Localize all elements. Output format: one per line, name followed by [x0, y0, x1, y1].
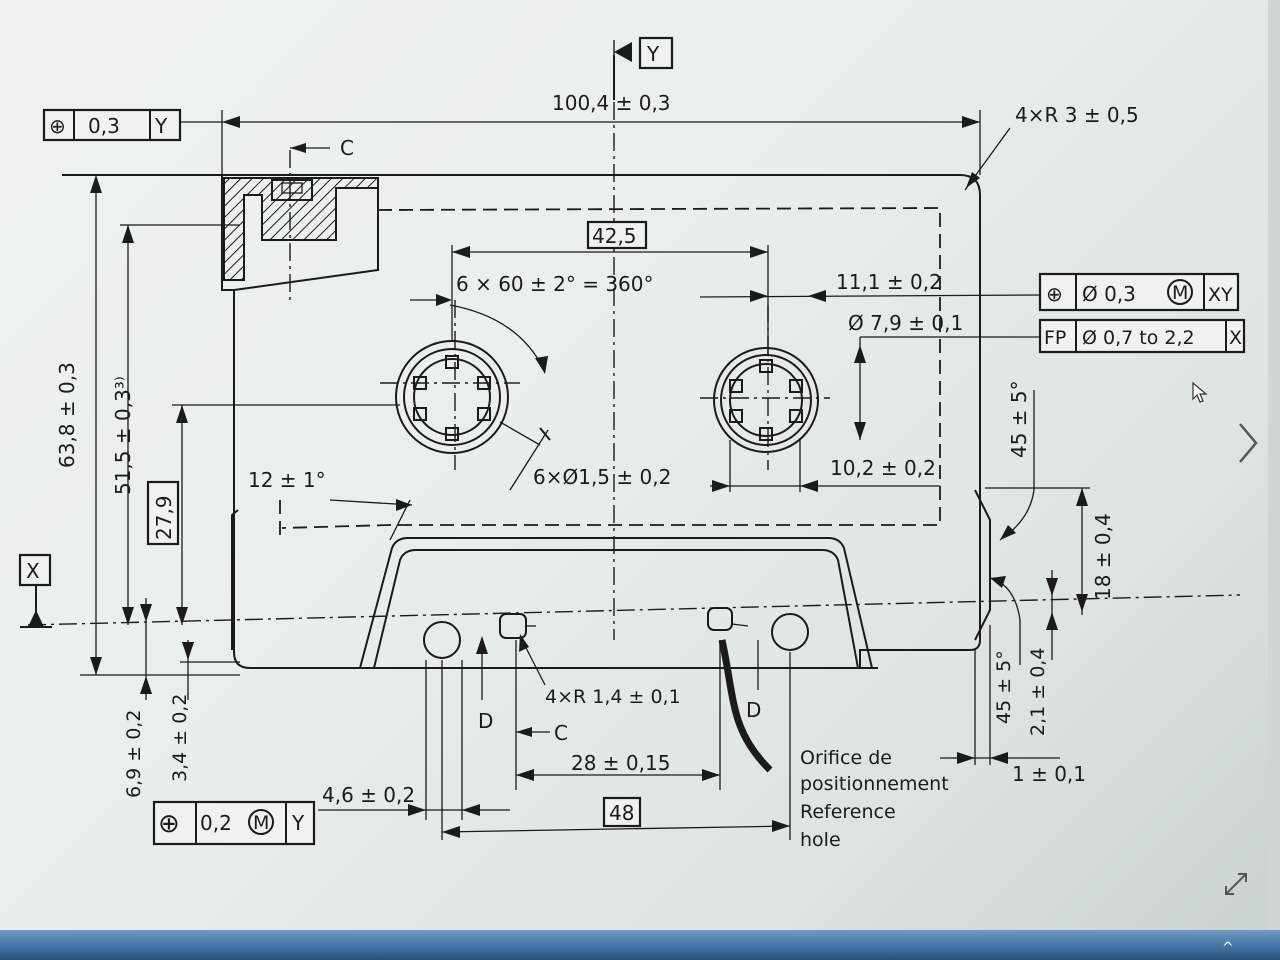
- fcf-left-symbol: ⊕: [49, 114, 66, 138]
- fcf-pos-mod: M: [1172, 282, 1188, 304]
- fcf-fp-symbol: FP: [1044, 327, 1066, 349]
- basic-42-box: 42,5: [586, 220, 648, 250]
- note-en-line2: hole: [800, 829, 841, 851]
- taskbar: [0, 930, 1280, 960]
- datum-y-box: Y: [638, 36, 674, 70]
- datum-c-top: C: [340, 136, 354, 160]
- spindle-hub-left: [395, 340, 509, 454]
- chevron-right-icon: [1239, 423, 1258, 463]
- dim-corner-radius: 4×R 3 ± 0,5: [1015, 103, 1139, 127]
- expand-button[interactable]: [1218, 866, 1254, 902]
- basic-48-box: 48: [602, 796, 642, 828]
- label-area: [279, 207, 941, 535]
- reference-hole-pointer: [718, 639, 773, 773]
- dim-height-638: 63,8 ± 0,3: [55, 362, 79, 468]
- fcf-left-tol: 0,3: [88, 114, 120, 138]
- basic-279-label: 27,9: [152, 495, 176, 540]
- fcf-left-datum: Y: [154, 114, 168, 138]
- dim-angle-spindle: 6 × 60 ± 2° = 360°: [456, 272, 654, 296]
- dimension-labels: 100,4 ± 0,3 4×R 3 ± 0,5 C 6 × 60 ± 2° = …: [55, 91, 1139, 851]
- fcf-pos-symbol: ⊕: [1046, 282, 1063, 306]
- dim-102: 10,2 ± 0,2: [830, 456, 936, 480]
- dim-34: 3,4 ± 0,2: [169, 694, 191, 782]
- mouse-pointer-icon: [1192, 381, 1208, 404]
- fcf-position-right: ⊕ Ø 0,3 M XY: [1038, 272, 1240, 312]
- note-fr-line1: Orifice de: [800, 747, 892, 769]
- tray-caret-icon[interactable]: ^: [1222, 940, 1234, 956]
- datum-d-left: D: [478, 709, 493, 733]
- fcf-pos-datum: XY: [1208, 284, 1233, 306]
- fcf-bottom-datum: Y: [291, 811, 305, 835]
- dim-overall-width: 100,4 ± 0,3: [552, 91, 671, 115]
- hatched-section: [223, 177, 379, 281]
- dim-height-515: 51,5 ± 0,3³⁾: [111, 376, 135, 495]
- dim-radius-4x14: 4×R 1,4 ± 0,1: [545, 686, 681, 708]
- next-image-button[interactable]: [1232, 418, 1262, 468]
- dim-angle-45-top: 45 ± 5°: [1007, 380, 1031, 458]
- basic-42-label: 42,5: [592, 224, 637, 248]
- cassette-outline: [62, 174, 991, 669]
- datum-c-bottom: C: [554, 721, 568, 745]
- dim-21: 2,1 ± 0,4: [1027, 648, 1049, 736]
- fcf-fp-right: FP Ø 0,7 to 2,2 X: [1038, 318, 1246, 354]
- basic-48-label: 48: [609, 801, 634, 825]
- fcf-bottom-symbol: ⊕: [158, 809, 180, 839]
- fcf-bottom-tol: 0,2: [200, 811, 232, 835]
- expand-diagonal-icon: [1225, 873, 1247, 895]
- screen-edge: [1268, 0, 1280, 930]
- note-fr-line2: positionnement: [800, 773, 949, 795]
- technical-drawing: ⊕ 0,3 Y Y X 42,5 ⊕ Ø 0,3 M XY FP Ø 0,7 t…: [18, 36, 1246, 851]
- fcf-fp-tol: Ø 0,7 to 2,2: [1082, 327, 1195, 349]
- spindle-hub-right: [713, 347, 819, 453]
- datum-d-right: D: [746, 698, 761, 722]
- basic-279-box: 27,9: [146, 480, 180, 546]
- dim-holes-6x: 6×Ø1,5 ± 0,2: [533, 465, 671, 489]
- dimension-lines: [20, 42, 1090, 840]
- fcf-bottom-mod: M: [253, 812, 269, 834]
- dim-46: 4,6 ± 0,2: [322, 783, 415, 807]
- dim-11: 11,1 ± 0,2: [836, 270, 942, 294]
- dim-28: 28 ± 0,15: [571, 751, 670, 775]
- tape-window: [355, 537, 878, 669]
- dim-1: 1 ± 0,1: [1012, 762, 1086, 786]
- fcf-fp-datum: X: [1229, 327, 1242, 349]
- centre-lines: [27, 40, 1241, 640]
- dim-69: 6,9 ± 0,2: [123, 710, 145, 798]
- datum-y-label: Y: [646, 42, 660, 66]
- dim-angle-45-bottom: 45 ± 5°: [993, 650, 1015, 724]
- dim-dia-79: Ø 7,9 ± 0,1: [848, 311, 963, 335]
- dim-angle-12: 12 ± 1°: [248, 468, 326, 492]
- dim-18: 18 ± 0,4: [1091, 513, 1115, 600]
- fcf-pos-tol: Ø 0,3: [1082, 282, 1136, 306]
- note-en-line1: Reference: [800, 801, 896, 823]
- bottom-holes: [423, 607, 809, 659]
- datum-x-label: X: [26, 559, 40, 583]
- datum-x-box: X: [18, 553, 52, 587]
- fcf-bottom: ⊕ 0,2 M Y: [152, 800, 316, 846]
- fcf-left: ⊕ 0,3 Y: [42, 108, 182, 142]
